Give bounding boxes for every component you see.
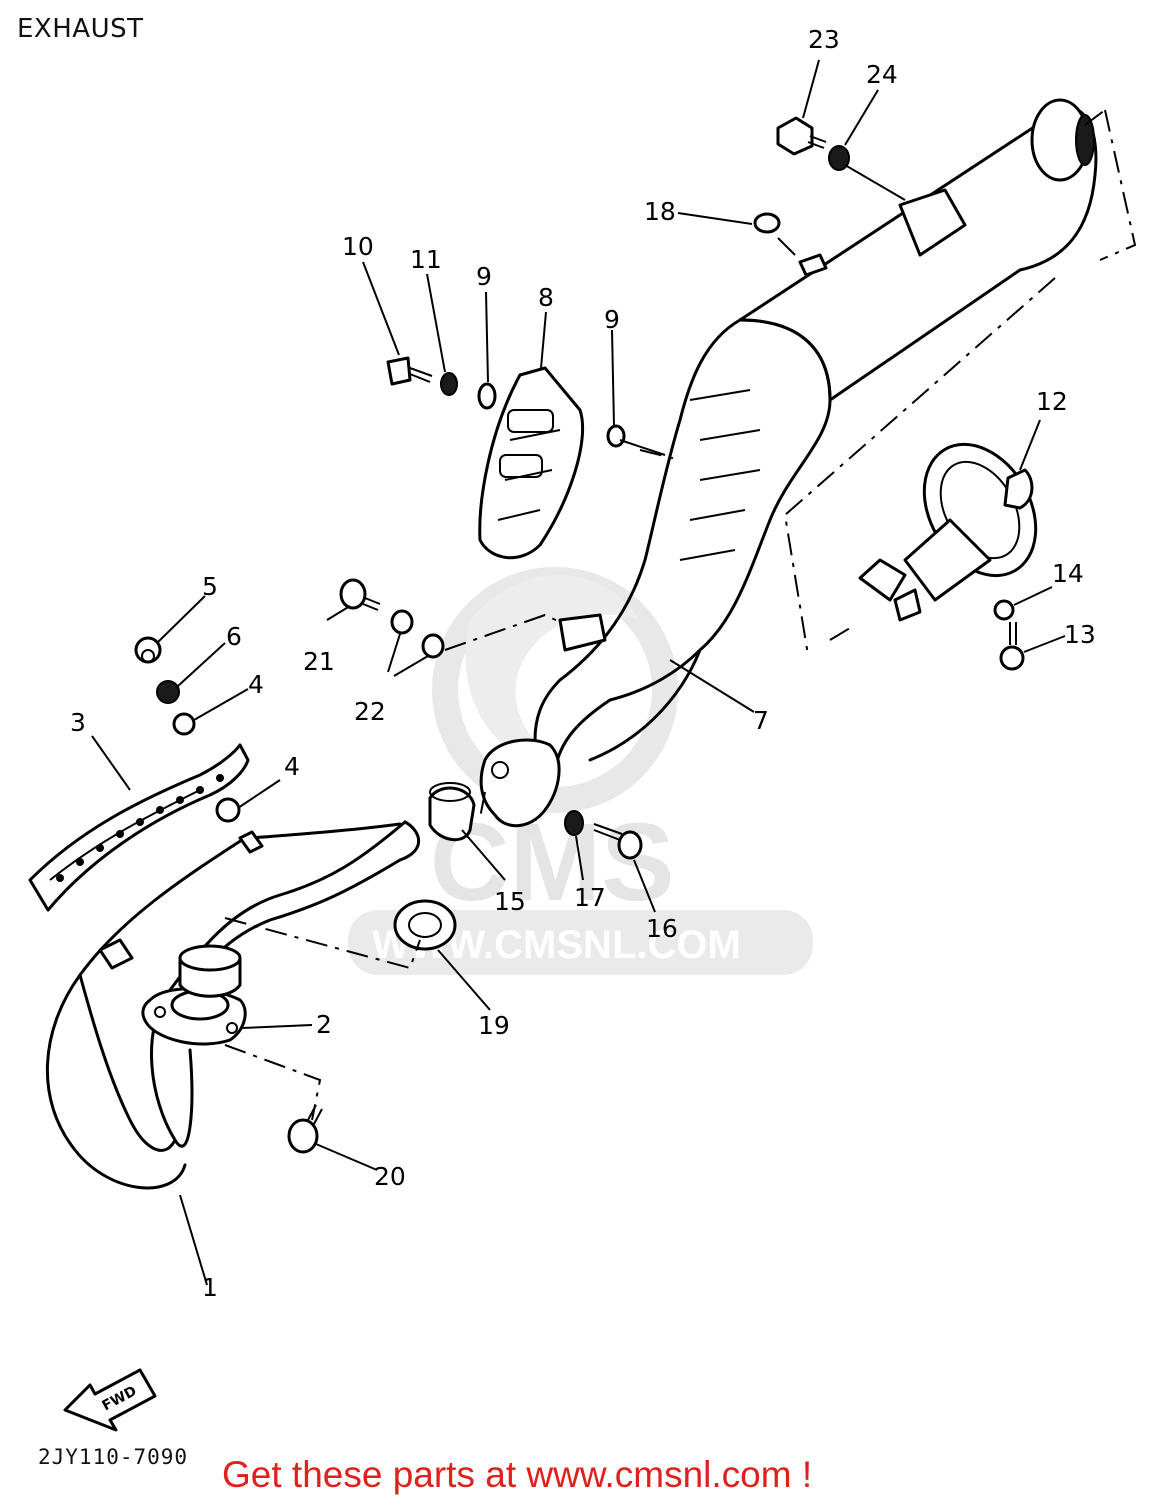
callout-11[interactable]: 11 <box>410 245 442 274</box>
part-22-grommet-upper[interactable] <box>390 609 414 635</box>
callout-7[interactable]: 7 <box>753 706 769 735</box>
callout-1[interactable]: 1 <box>202 1273 218 1302</box>
callout-21[interactable]: 21 <box>303 647 335 676</box>
callout-13[interactable]: 13 <box>1064 620 1096 649</box>
callout-23[interactable]: 23 <box>808 25 840 54</box>
callout-14[interactable]: 14 <box>1052 559 1084 588</box>
part-8-silencer-guard[interactable] <box>478 366 585 560</box>
part-5-bolt[interactable] <box>134 636 162 664</box>
part-9-grommet-left[interactable] <box>477 382 497 410</box>
callout-10[interactable]: 10 <box>342 232 374 261</box>
callout-4-upper[interactable]: 4 <box>248 670 264 699</box>
part-4-collar-lower[interactable] <box>215 797 241 823</box>
part-24-nut[interactable] <box>828 145 850 171</box>
page-title: EXHAUST <box>17 14 144 44</box>
part-13-bolt[interactable] <box>999 622 1025 671</box>
callout-8[interactable]: 8 <box>538 283 554 312</box>
callout-2[interactable]: 2 <box>316 1010 332 1039</box>
callout-22[interactable]: 22 <box>354 697 386 726</box>
fwd-arrow-icon: FWD <box>63 1368 157 1432</box>
callout-3[interactable]: 3 <box>70 708 86 737</box>
part-2-flange[interactable] <box>141 944 247 1046</box>
callout-16[interactable]: 16 <box>646 914 678 943</box>
part-14-washer[interactable] <box>993 599 1015 621</box>
callout-24[interactable]: 24 <box>866 60 898 89</box>
callout-20[interactable]: 20 <box>374 1162 406 1191</box>
callout-19[interactable]: 19 <box>478 1011 510 1040</box>
part-4-collar-upper[interactable] <box>172 712 196 736</box>
leader-lines <box>91 59 1137 1286</box>
part-15-gasket-sleeve[interactable] <box>428 782 476 841</box>
callout-12[interactable]: 12 <box>1036 387 1068 416</box>
callout-9-right[interactable]: 9 <box>604 305 620 334</box>
callout-4-lower[interactable]: 4 <box>284 752 300 781</box>
callout-9-left[interactable]: 9 <box>476 262 492 291</box>
part-16-bolt[interactable] <box>593 823 643 860</box>
part-6-nut[interactable] <box>156 680 180 704</box>
part-17-washer[interactable] <box>564 810 584 836</box>
callout-15[interactable]: 15 <box>494 887 526 916</box>
callout-5[interactable]: 5 <box>202 572 218 601</box>
part-23-bolt[interactable] <box>776 116 827 156</box>
part-18-clip[interactable] <box>753 212 781 234</box>
part-11-washer[interactable] <box>440 372 458 396</box>
part-9-grommet-right[interactable] <box>606 424 626 448</box>
part-21-bolt[interactable] <box>339 578 381 611</box>
callout-18[interactable]: 18 <box>644 197 676 226</box>
part-20-bolt[interactable] <box>287 1104 323 1154</box>
callout-labels: 23 24 18 10 11 9 8 9 12 14 13 5 6 4 3 4 … <box>70 25 1096 1302</box>
part-7-silencer[interactable] <box>479 98 1098 828</box>
cta-link[interactable]: Get these parts at www.cmsnl.com ! <box>222 1454 813 1495</box>
part-3-heat-guard[interactable] <box>28 743 250 912</box>
part-10-bolt[interactable] <box>386 356 433 386</box>
diagram-code: 2JY110-7090 <box>38 1445 189 1469</box>
part-22-grommet-lower[interactable] <box>421 633 445 659</box>
callout-6[interactable]: 6 <box>226 622 242 651</box>
callout-17[interactable]: 17 <box>574 883 606 912</box>
part-19-gasket[interactable] <box>393 899 457 951</box>
part-12-end-cap[interactable] <box>858 424 1058 622</box>
